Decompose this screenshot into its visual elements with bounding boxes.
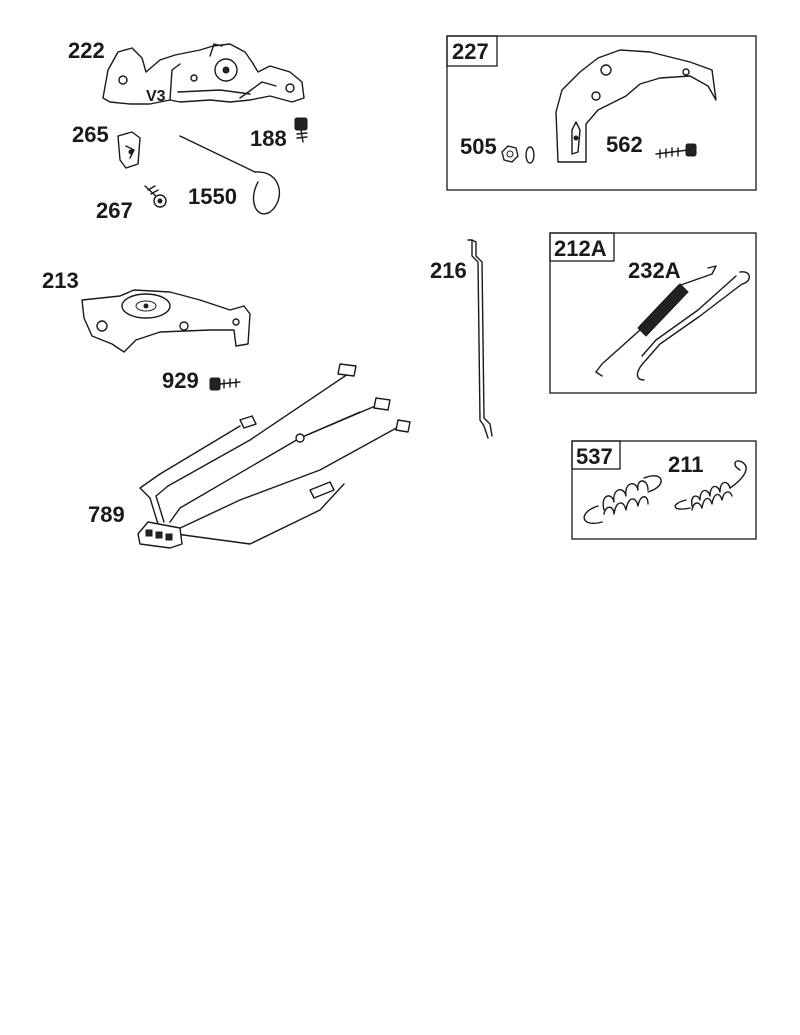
label-505: 505 bbox=[460, 134, 497, 159]
part-213-idler-bracket bbox=[81, 289, 251, 353]
part-1550-link-wire bbox=[179, 135, 280, 215]
part-232a-spring bbox=[595, 265, 717, 377]
part-211-spring bbox=[674, 460, 747, 511]
part-505-nut bbox=[501, 145, 535, 164]
box-537 bbox=[571, 440, 757, 540]
label-212a: 212A bbox=[554, 236, 607, 261]
part-265-clip bbox=[117, 131, 141, 169]
part-216-rod bbox=[467, 239, 493, 439]
box-227-tag bbox=[446, 35, 498, 67]
part-227-lever-bracket bbox=[555, 49, 717, 163]
label-216: 216 bbox=[430, 258, 467, 283]
label-188: 188 bbox=[250, 126, 287, 151]
part-267-screw bbox=[144, 185, 167, 208]
label-562: 562 bbox=[606, 132, 643, 157]
label-929: 929 bbox=[162, 368, 199, 393]
label-267: 267 bbox=[96, 198, 133, 223]
part-537-spring bbox=[583, 475, 662, 524]
box-227 bbox=[446, 35, 757, 191]
label-213: 213 bbox=[42, 268, 79, 293]
label-789: 789 bbox=[88, 502, 125, 527]
label-222: 222 bbox=[68, 38, 105, 63]
label-1550: 1550 bbox=[188, 184, 237, 209]
label-211: 211 bbox=[668, 452, 704, 477]
box-212a bbox=[549, 232, 757, 394]
box-212a-tag bbox=[549, 232, 615, 262]
part-222-control-bracket bbox=[102, 43, 305, 105]
label-v3: V3 bbox=[146, 88, 166, 105]
part-188-screw bbox=[294, 117, 308, 143]
label-537: 537 bbox=[576, 444, 613, 469]
part-212a-link bbox=[636, 271, 750, 381]
part-562-bolt bbox=[655, 143, 697, 159]
part-789-wire-harness bbox=[137, 363, 411, 549]
label-232a: 232A bbox=[628, 258, 681, 283]
label-265: 265 bbox=[72, 122, 109, 147]
box-537-tag bbox=[571, 440, 621, 470]
label-227: 227 bbox=[452, 39, 489, 64]
part-929-bolt bbox=[209, 377, 241, 391]
